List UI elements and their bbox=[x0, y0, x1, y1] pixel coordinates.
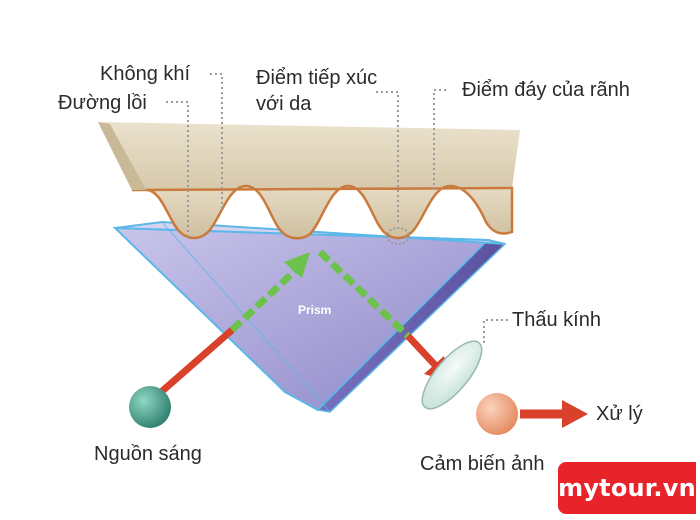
label-process: Xử lý bbox=[596, 403, 643, 425]
label-air: Không khí bbox=[100, 63, 191, 85]
incident-beam-in-prism bbox=[229, 265, 301, 333]
label-valley-bottom: Điểm đáy của rãnh bbox=[462, 79, 630, 101]
image-sensor bbox=[476, 393, 518, 435]
valley-leader bbox=[433, 89, 446, 190]
ridge-leader bbox=[166, 101, 189, 240]
skin-block bbox=[98, 122, 520, 240]
air-leader bbox=[210, 73, 223, 212]
leader-lines bbox=[166, 73, 508, 344]
label-contact-line1: Điểm tiếp xúc bbox=[256, 67, 377, 89]
skin-edge-shading bbox=[98, 122, 146, 190]
label-lens: Thấu kính bbox=[512, 309, 601, 331]
skin-top-face bbox=[98, 122, 520, 190]
contact-point-marker bbox=[386, 227, 410, 245]
mytour-watermark: mytour.vn bbox=[558, 462, 696, 514]
label-light-source: Nguồn sáng bbox=[94, 443, 202, 465]
incident-arrowhead bbox=[284, 252, 310, 278]
prism-label: Prism bbox=[298, 303, 331, 317]
output-arrowhead bbox=[562, 400, 588, 428]
label-contact-line2: với da bbox=[256, 93, 312, 115]
reflected-beam-in-prism bbox=[317, 249, 411, 339]
watermark-text: mytour.vn bbox=[558, 474, 696, 502]
contact-leader bbox=[376, 91, 399, 224]
label-image-sensor: Cảm biến ảnh bbox=[420, 453, 545, 475]
skin-ridges bbox=[131, 184, 514, 240]
lens bbox=[421, 340, 483, 410]
label-ridge: Đường lồi bbox=[58, 92, 147, 114]
incident-beam bbox=[149, 327, 235, 403]
lens-leader bbox=[483, 319, 508, 344]
light-source bbox=[129, 386, 171, 428]
reflected-beam bbox=[405, 333, 439, 369]
